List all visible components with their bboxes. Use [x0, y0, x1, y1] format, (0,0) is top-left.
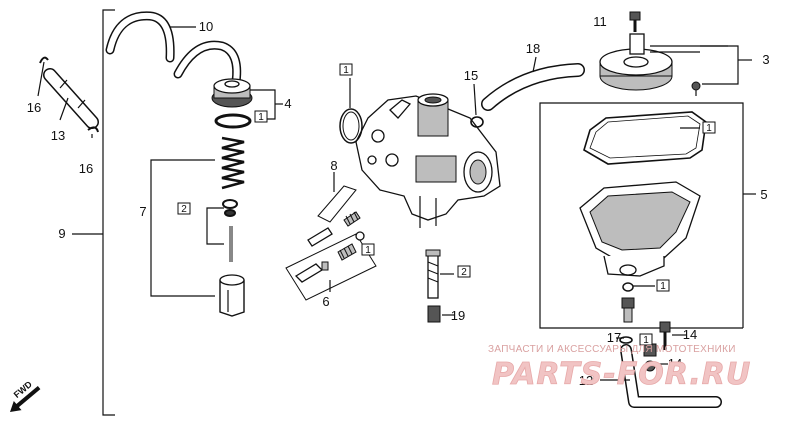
body-o-ring: [339, 78, 363, 144]
callout-15: 15: [464, 68, 478, 83]
box-label-1-ring: 1: [339, 63, 353, 76]
box-label-1-drain: 1: [656, 279, 670, 292]
hose-clip-15: [470, 83, 484, 128]
box-label-2-clip: 2: [177, 202, 191, 215]
chamber-screw-14-upper: [659, 321, 686, 350]
pilot-screw: [307, 211, 361, 247]
svg-text:2: 2: [461, 267, 467, 278]
callout-3: 3: [762, 52, 769, 67]
throttle-valve: [219, 274, 245, 317]
callout-8: 8: [330, 158, 337, 173]
callout-14-upper: 14: [683, 327, 697, 342]
callout-18: 18: [526, 41, 540, 56]
drain-screw: [616, 297, 635, 339]
callout-5: 5: [760, 187, 767, 202]
tube-clip-16-upper: [37, 56, 49, 97]
drain-tube-12: [600, 344, 722, 408]
callout-10: 10: [199, 19, 213, 34]
box-label-1-oring: 1: [639, 333, 653, 346]
carburetor-body: [355, 93, 501, 228]
group-bracket-7: [150, 159, 215, 297]
callout-11: 11: [593, 14, 607, 29]
cap-ring-gasket: [214, 113, 252, 129]
callout-4-bracket: [250, 89, 283, 120]
tube-clip-16-lower: [87, 126, 99, 138]
throttle-cable-tube: [173, 40, 242, 87]
svg-text:1: 1: [660, 281, 666, 292]
overflow-tube-13: [43, 68, 99, 129]
tube-clip-17: [619, 336, 633, 344]
throttle-valve-spring: [221, 136, 245, 190]
box-label-1-gasket: 1: [702, 121, 716, 134]
float-screw: [691, 81, 701, 96]
float-chamber-bowl: [579, 181, 701, 277]
breather-tube-18: [481, 56, 585, 111]
callout-12: 12: [579, 373, 593, 388]
float-pin-screw-11: [629, 11, 641, 32]
callout-13: 13: [51, 128, 65, 143]
chamber-screw-14-lower: [643, 343, 668, 372]
callout-16-upper: 16: [27, 100, 41, 115]
callout-14-lower: 14: [668, 356, 682, 371]
box-label-2-jet: 2: [457, 265, 471, 278]
callout-3-bracket: [700, 45, 752, 85]
callout-16-lower: 16: [79, 161, 93, 176]
box-label-1-carb: 1: [254, 110, 268, 123]
callout-9: 9: [58, 226, 65, 241]
callout-6: 6: [322, 294, 329, 309]
drain-o-ring: [622, 282, 655, 292]
callout-7: 7: [139, 204, 146, 219]
callout-17: 17: [607, 330, 621, 345]
group-bracket-2-clip: [206, 207, 224, 245]
svg-text:1: 1: [643, 335, 649, 346]
callout-19: 19: [451, 308, 465, 323]
float-chamber-bracket-5: [539, 102, 756, 329]
screw-group-bracket-6: [285, 233, 377, 301]
throttle-stop-screw: [294, 231, 365, 283]
svg-text:1: 1: [258, 112, 264, 123]
fwd-arrow-icon: FWD: [10, 379, 41, 412]
svg-text:1: 1: [343, 65, 349, 76]
float-3: [599, 33, 728, 91]
jet-needle-clip: [222, 199, 238, 217]
watermark-brand: PARTS-FOR.RU: [492, 357, 751, 392]
carburetor-top-cap: [211, 78, 253, 108]
callout-4: 4: [284, 96, 291, 111]
group-bracket-9: [72, 9, 115, 416]
watermark-caption: ЗАПЧАСТИ И АКСЕССУАРЫ ДЛЯ МОТОТЕХНИКИ: [488, 344, 736, 355]
vent-tube-10: [105, 11, 196, 63]
screw-group-bracket-8: [317, 172, 357, 223]
svg-text:2: 2: [181, 204, 187, 215]
svg-text:1: 1: [706, 123, 712, 134]
svg-text:1: 1: [365, 245, 371, 256]
main-jet-holder: [425, 249, 454, 299]
main-jet-19: [427, 305, 454, 323]
float-chamber-gasket: [583, 111, 707, 165]
box-label-1-screws: 1: [361, 243, 375, 256]
